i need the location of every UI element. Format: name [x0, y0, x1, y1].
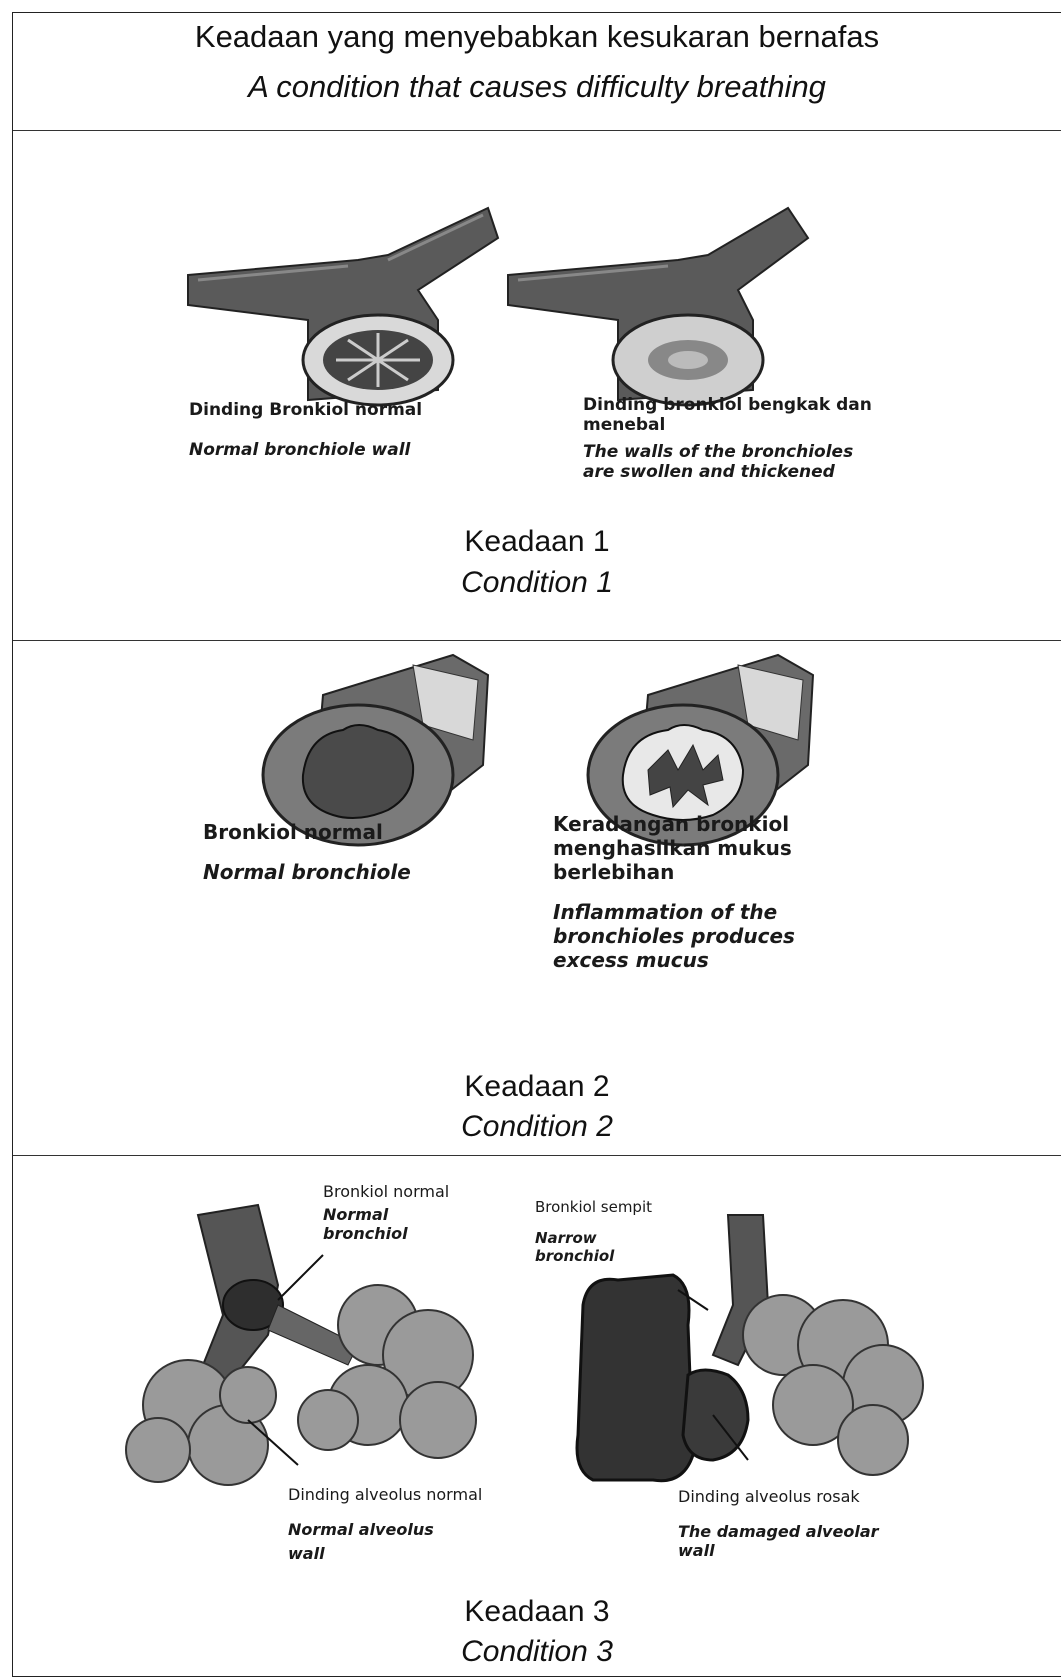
cond2-label-right-en: Inflammation of the bronchioles produces… [553, 900, 858, 972]
cond1-label-right: Dinding bronkiol bengkak dan menebal The… [583, 395, 873, 483]
condition-1-row: Dinding Bronkiol normal Normal bronchiol… [13, 130, 1061, 641]
cond1-label-left-ms: Dinding Bronkiol normal [189, 400, 422, 420]
cond1-caption-en: Condition 1 [13, 566, 1061, 600]
cond2-label-left-ms: Bronkiol normal [203, 820, 383, 844]
cond3-bronchiol-left-en: Normal bronchiol [323, 1205, 463, 1243]
cond2-caption-ms: Keadaan 2 [13, 1070, 1061, 1104]
swollen-bronchiole-illustration [508, 200, 828, 410]
cond2-label-right-ms: Keradangan bronkiol menghasilkan mukus b… [553, 812, 792, 884]
cond3-caption-ms: Keadaan 3 [13, 1595, 1061, 1629]
cond3-alveolus-left-en: Normal alveolus wall [288, 1518, 458, 1566]
cond2-label-left-en: Normal bronchiole [203, 860, 463, 884]
cond3-caption-en: Condition 3 [13, 1635, 1061, 1669]
cond3-alveolus-right-en: The damaged alveolar wall [678, 1522, 918, 1560]
cond3-bronchiol-right-en: Narrow bronchiol [535, 1229, 665, 1265]
normal-alveoli-illustration [128, 1205, 508, 1505]
cond3-bronchiol-right: Bronkiol sempit Narrow bronchiol [535, 1195, 665, 1265]
normal-bronchiole-illustration [188, 200, 508, 410]
cond3-alveolus-left: Dinding alveolus normal Normal alveolus … [288, 1485, 488, 1566]
condition-3-row: Bronkiol normal Normal bronchiol Bronkio… [13, 1155, 1061, 1678]
cond3-bronchiol-left: Bronkiol normal Normal bronchiol [323, 1179, 463, 1243]
cond1-label-right-en: The walls of the bronchioles are swollen… [583, 442, 873, 483]
cond1-label-right-ms: Dinding bronkiol bengkak dan menebal [583, 395, 872, 435]
cond3-bronchiol-left-ms: Bronkiol normal [323, 1179, 463, 1205]
header-title-ms: Keadaan yang menyebabkan kesukaran berna… [13, 19, 1061, 55]
conditions-table: Keadaan yang menyebabkan kesukaran berna… [12, 12, 1061, 1677]
header-title-en: A condition that causes difficulty breat… [13, 69, 1061, 105]
cond1-caption-ms: Keadaan 1 [13, 525, 1061, 559]
cond3-alveolus-right-ms: Dinding alveolus rosak [678, 1487, 938, 1506]
header-row: Keadaan yang menyebabkan kesukaran berna… [13, 13, 1061, 131]
cond1-label-left-en: Normal bronchiole wall [189, 434, 429, 466]
cond2-caption-en: Condition 2 [13, 1110, 1061, 1144]
cond2-label-left: Bronkiol normal Normal bronchiole [203, 820, 463, 884]
cond3-alveolus-left-ms: Dinding alveolus normal [288, 1485, 488, 1504]
condition-2-row: Bronkiol normal Normal bronchiole Kerada… [13, 640, 1061, 1156]
cond2-label-right: Keradangan bronkiol menghasilkan mukus b… [553, 812, 858, 972]
cond3-bronchiol-right-ms: Bronkiol sempit [535, 1195, 665, 1219]
cond1-label-left: Dinding Bronkiol normal Normal bronchiol… [189, 400, 449, 467]
cond3-alveolus-right: Dinding alveolus rosak The damaged alveo… [678, 1487, 938, 1561]
